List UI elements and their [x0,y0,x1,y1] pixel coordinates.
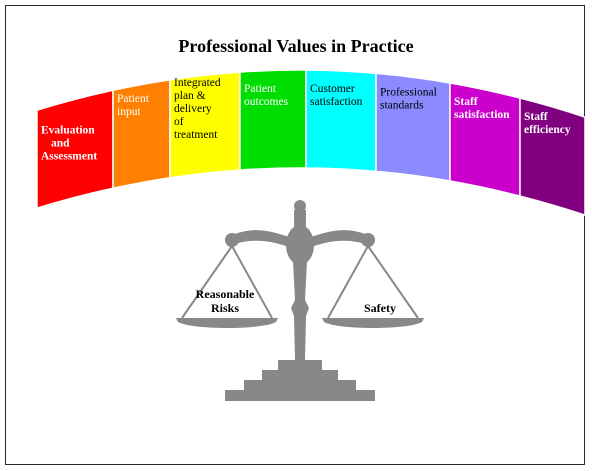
arch-label-line: standards [380,99,424,111]
arch-label-line: efficiency [524,124,571,136]
left-pan-label-line: Risks [211,301,239,315]
scale-column [291,262,309,360]
balance-scale [176,200,424,401]
page-title: Professional Values in Practice [178,36,414,56]
arch-label-line: Customer [310,83,355,95]
arch-label-line: Assessment [41,150,97,162]
scale-base-step-3 [244,380,356,390]
scale-base-step-4 [225,390,375,401]
scale-right-string-2 [367,245,419,319]
left-pan-label-line: Reasonable [196,287,255,301]
arch-label-line: satisfaction [310,96,363,108]
arch-label-line: input [117,106,141,118]
arch-segment [36,89,114,210]
scale-right-end [361,233,375,247]
arch-label-line: Patient [117,93,150,105]
arch-label-line: Professional [380,86,437,98]
scale-base-step-1 [278,360,322,370]
arch-label-line: Evaluation [41,124,95,136]
arch-label-line: Staff [524,111,548,123]
arch-label-line: and [51,137,70,149]
arch-label-line: plan & [174,90,206,102]
arch-label-line: delivery [174,103,212,115]
scale-left-pan [176,318,278,328]
scale-right-string-1 [327,245,369,319]
arch-label-line: Staff [454,96,478,108]
right-pan-label: Safety [364,301,396,315]
right-pan-label-line: Safety [364,301,396,315]
scale-hub [286,225,314,265]
arch-label-line: outcomes [244,96,289,108]
scale-left-end [225,233,239,247]
scale-left-string-1 [181,245,233,319]
scale-right-pan [322,318,424,328]
scale-left-string-2 [231,245,273,319]
scale-top-knob [294,200,306,212]
arch-label-line: of [174,116,184,128]
arch-label-line: Integrated [174,77,221,89]
arch-label-line: satisfaction [454,109,510,121]
arch-label-line: treatment [174,129,218,141]
scale-base-step-2 [262,370,338,380]
arch-segment [519,97,586,217]
arch-label-line: Patient [244,83,277,95]
